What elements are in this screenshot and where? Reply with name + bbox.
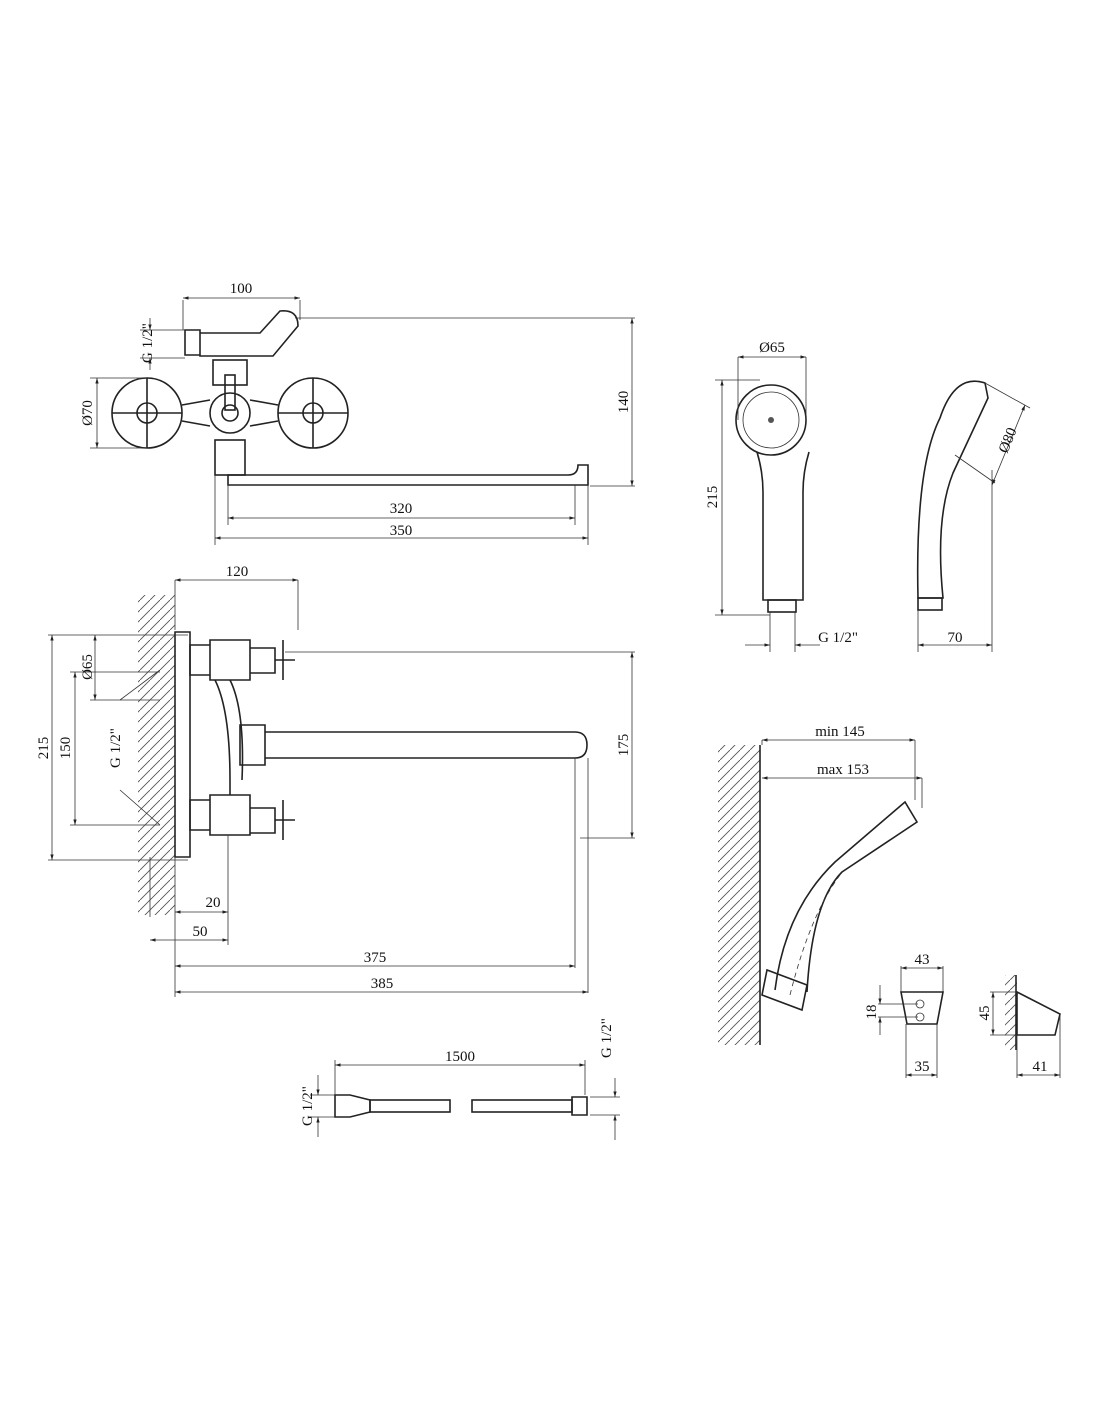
dim-hose-thread-left: G 1/2"	[300, 1086, 316, 1126]
dim-shower-length: 215	[705, 486, 721, 509]
dim-head-dia: Ø65	[759, 340, 785, 356]
hand-shower-views: Ø65 215 G 1/2" Ø80 70	[705, 340, 1031, 652]
holder-views: 43 18 35 45 41	[864, 952, 1061, 1078]
dim-flange-dia: Ø65	[80, 654, 96, 680]
faucet-front-view: 100 G 1/2" Ø70 140 320 350	[80, 281, 635, 545]
dim-hose-thread-right: G 1/2"	[599, 1018, 615, 1058]
dim-holder-41: 41	[1033, 1059, 1048, 1075]
dim-385: 385	[371, 976, 394, 992]
dim-hose-length: 1500	[445, 1049, 475, 1065]
dim-shower-thread: G 1/2"	[818, 630, 858, 646]
dim-side-215: 215	[36, 737, 52, 760]
dim-375: 375	[364, 950, 387, 966]
wall-mount-view: min 145 max 153	[718, 724, 923, 1045]
hose-view: 1500 G 1/2" G 1/2"	[300, 1018, 620, 1140]
dim-175: 175	[616, 734, 632, 757]
dim-100: 100	[230, 281, 253, 297]
dim-holder-35: 35	[915, 1059, 930, 1075]
dim-max: max 153	[817, 762, 869, 778]
dim-320: 320	[390, 501, 413, 517]
dim-120: 120	[226, 564, 249, 580]
dim-head-dia-side: Ø80	[996, 426, 1021, 456]
dim-side-thread: G 1/2"	[108, 728, 124, 768]
dim-20: 20	[206, 895, 221, 911]
dim-wheel-dia: Ø70	[80, 400, 96, 426]
dim-min: min 145	[815, 724, 865, 740]
dim-holder-45: 45	[977, 1006, 993, 1021]
dim-350: 350	[390, 523, 413, 539]
faucet-side-view: 120 Ø65 215 150 G 1/2" 175 20 50 375 385	[36, 564, 635, 997]
dim-50: 50	[193, 924, 208, 940]
dim-holder-18: 18	[864, 1005, 880, 1020]
dim-150: 150	[58, 737, 74, 760]
dim-140: 140	[616, 391, 632, 414]
dim-holder-43: 43	[915, 952, 930, 968]
dim-thread-front: G 1/2"	[140, 323, 156, 363]
dim-shower-depth: 70	[948, 630, 963, 646]
